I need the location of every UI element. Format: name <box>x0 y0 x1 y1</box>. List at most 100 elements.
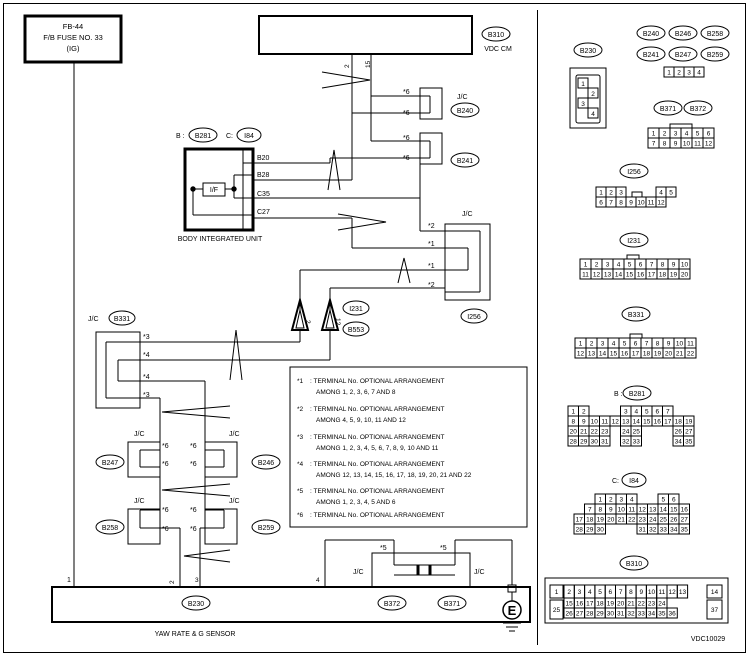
jc-b240-label: J/C <box>457 94 468 101</box>
conn-i84-r2-pin-8: 8 <box>598 507 602 514</box>
jc-b331-code: B331 <box>114 316 130 323</box>
legend-text-2-2: AMONG 4, 5, 9, 10, 11 AND 12 <box>316 417 406 424</box>
jc-b247-mark-1: *6 <box>162 443 169 450</box>
conn-i231-r2-pin-16: 16 <box>637 272 645 279</box>
diagram-frame <box>3 3 746 653</box>
conn-b310-pin-35: 35 <box>658 611 666 618</box>
conn-b331-r2-pin-13: 13 <box>588 351 596 358</box>
biu-term-b20: B20 <box>257 155 270 162</box>
conn-b281-pin-34: 34 <box>675 439 683 446</box>
conn-i231-key <box>626 254 640 260</box>
conn-i231-r1-pin-8: 8 <box>661 262 665 269</box>
conn-b310-pin-7: 7 <box>619 589 623 596</box>
conn-i84-r3-pin-24: 24 <box>649 517 657 524</box>
conn-i231-r1-pin-9: 9 <box>672 262 676 269</box>
conn-b310-pin-6: 6 <box>609 589 613 596</box>
conn-i84-r2-pin-13: 13 <box>649 507 657 514</box>
jc-b246-mark-1: *6 <box>190 443 197 450</box>
vdc-cm-label: VDC CM <box>484 46 512 53</box>
jc-b259-mark-2: *6 <box>190 526 197 533</box>
legend-text-6-1: : TERMINAL No. OPTIONAL ARRANGEMENT <box>310 512 445 519</box>
jc-b259-code: B259 <box>258 525 274 532</box>
jc-b371-mark: *5 <box>440 545 447 552</box>
conn-b281-code: B281 <box>629 391 645 398</box>
fuse-line2: F/B FUSE NO. 33 <box>43 33 103 42</box>
jc-b246-label: J/C <box>229 431 240 438</box>
jc-i256-label: J/C <box>462 211 473 218</box>
pin-2-label: 2 <box>304 320 311 324</box>
conn-i84-pin-28: 28 <box>576 527 584 534</box>
legend-text-4-2: AMONG 12, 13, 14, 15, 16, 17, 18, 19, 20… <box>316 472 472 479</box>
conn-b331-r2-pin-19: 19 <box>654 351 662 358</box>
conn-b310-pin-5: 5 <box>598 589 602 596</box>
conn-i84-code-oval <box>621 472 647 488</box>
conn-i256-r2-cell <box>655 196 667 208</box>
conn-b310-pin-19: 19 <box>607 601 615 608</box>
conn-b281-pin-23: 23 <box>601 429 609 436</box>
conn-b331-r1-pin-11: 11 <box>687 341 694 348</box>
conn-b310-pin-30: 30 <box>607 611 615 618</box>
legend-text-1-1: : TERMINAL No. OPTIONAL ARRANGEMENT <box>310 378 445 385</box>
conn-b240-group-cell <box>693 66 705 78</box>
conn-i231-r1-pin-2: 2 <box>595 262 599 269</box>
biu-term-c27: C27 <box>257 209 270 216</box>
conn-b331-r2-pin-16: 16 <box>621 351 629 358</box>
jc-i256-mark-3: *1 <box>428 263 435 270</box>
conn-i84-cell <box>678 523 690 535</box>
conn-b331-r1-pin-7: 7 <box>645 341 649 348</box>
conn-b241-code: B241 <box>643 52 659 59</box>
conn-b310-pin-12: 12 <box>669 589 677 596</box>
conn-i84-pin-33: 33 <box>660 527 668 534</box>
jc-b247-label: J/C <box>134 431 145 438</box>
conn-b240-group-pin-3: 3 <box>687 70 691 77</box>
conn-b230-code: B230 <box>580 48 596 55</box>
conn-b371-r1-pin-5: 5 <box>696 131 700 138</box>
jc-b240-code: B240 <box>457 108 473 115</box>
conn-b240-group-pin-2: 2 <box>677 70 681 77</box>
conn-b371-r2-pin-12: 12 <box>705 141 713 148</box>
conn-b310-pin-34: 34 <box>648 611 656 618</box>
jc-b258-mark-2: *6 <box>162 526 169 533</box>
conn-b281-r2-pin-17: 17 <box>664 419 672 426</box>
conn-b310-pin-4: 4 <box>588 589 592 596</box>
jc-b240-mark-1: *6 <box>403 89 410 96</box>
conn-b331-r2-pin-14: 14 <box>599 351 607 358</box>
jc-bottom-label-right: J/C <box>474 569 485 576</box>
conn-b281-pin-22: 22 <box>591 429 599 436</box>
conn-i84-pin-29: 29 <box>586 527 594 534</box>
conn-i256-r2-pin-7: 7 <box>609 200 613 207</box>
conn-i84-pin-5: 5 <box>661 497 665 504</box>
conn-i231-code-oval <box>619 232 649 248</box>
conn-i84-r2-pin-9: 9 <box>609 507 613 514</box>
conn-i84-pin-4: 4 <box>630 497 634 504</box>
conn-i84-pin-30: 30 <box>597 527 605 534</box>
vdc-cm-pin-2: 2 <box>344 64 351 68</box>
conn-i84-pin-2: 2 <box>609 497 613 504</box>
conn-b310-pin-22: 22 <box>638 601 646 608</box>
conn-b371-r2-cell <box>702 137 715 149</box>
conn-b281-code-oval <box>622 385 652 401</box>
vdc-cm: B310 VDC CM 2 15 <box>258 15 512 68</box>
conn-b310-cell <box>706 584 723 599</box>
legend-text-4-1: : TERMINAL No. OPTIONAL ARRANGEMENT <box>310 461 445 468</box>
conn-b240-group-pin-1: 1 <box>667 70 671 77</box>
conn-i231-r2-pin-20: 20 <box>681 272 689 279</box>
jc-b246-code: B246 <box>258 460 274 467</box>
conn-b371-r2-pin-10: 10 <box>683 141 691 148</box>
sensor-pin-3: 3 <box>195 577 199 584</box>
sensor-pin-1: 1 <box>67 577 71 584</box>
jc-b331-mark-1: *3 <box>143 334 150 341</box>
conn-i84-pin-1: 1 <box>598 497 602 504</box>
conn-b281-r2-pin-10: 10 <box>591 419 599 426</box>
conn-i231-r1-pin-4: 4 <box>617 262 621 269</box>
sensor-code: B230 <box>188 601 204 608</box>
conn-b310-cell <box>549 599 564 620</box>
conn-b281-cell <box>599 435 611 447</box>
conn-b281-r2-pin-15: 15 <box>643 419 651 426</box>
conn-b281-pin-5: 5 <box>645 409 649 416</box>
conn-b281-pin-6: 6 <box>655 409 659 416</box>
jc-b259-label: J/C <box>229 498 240 505</box>
conn-i84-cell <box>594 523 606 535</box>
